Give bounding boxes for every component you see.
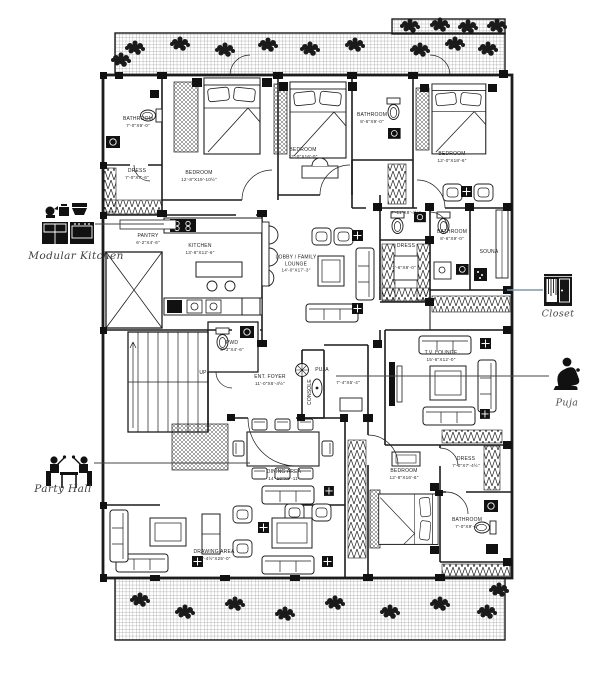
modular-kitchen-icon [42,203,94,244]
puja-label: Puja [555,397,579,409]
rug-hatches [171,81,430,549]
modular-kitchen-label: Modular Kitchen [28,250,124,262]
tv-lounge-furniture [389,335,497,426]
bathroom-fixtures [105,90,509,554]
party-hall-icon [46,455,92,488]
puja-icon [553,357,580,390]
staircase [128,332,208,432]
annotation-leader-lines [94,223,549,464]
bedroom-accessories [192,78,497,554]
door-swings [133,54,469,515]
party-hall-label: Party Hall [34,483,92,495]
kitchen-fixtures [119,217,263,316]
closet-label: Closet [541,308,575,320]
closet-icon [544,274,572,306]
lobby-furniture [261,221,375,323]
drawing-room-furniture [109,503,334,575]
wardrobe-strips [103,163,511,577]
foyer-fixtures [295,363,363,412]
